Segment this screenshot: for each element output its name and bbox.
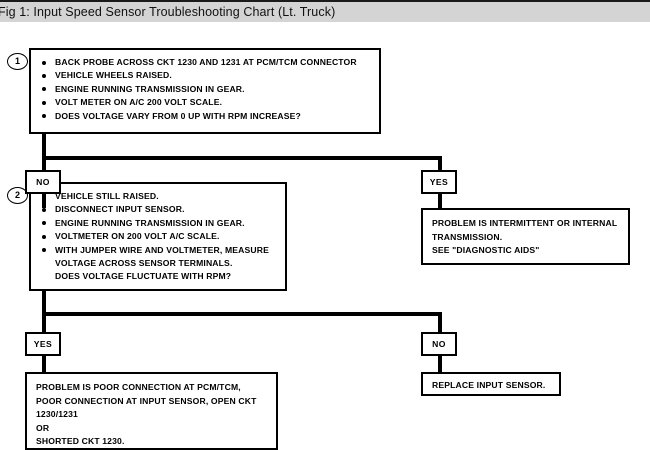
result-intermittent-box: PROBLEM IS INTERMITTENT OR INTERNAL TRAN…	[421, 208, 630, 265]
connector-step1-yes-drop	[438, 156, 442, 172]
connector-step1-yes-to-result	[438, 192, 442, 208]
result-poor-connection-text: PROBLEM IS POOR CONNECTION AT PCM/TCM, P…	[36, 382, 257, 447]
connector-step2-no-to-result	[438, 356, 442, 374]
step-2-bullet-list: VEHICLE STILL RAISED. DISCONNECT INPUT S…	[41, 190, 277, 284]
result-poor-connection-box: PROBLEM IS POOR CONNECTION AT PCM/TCM, P…	[25, 372, 278, 450]
figure-title: Fig 1: Input Speed Sensor Troubleshootin…	[0, 5, 336, 19]
step-number-1: 1	[7, 53, 28, 70]
connector-step1-crossbar	[42, 156, 442, 160]
step-2-bullet: VEHICLE STILL RAISED.	[41, 190, 277, 203]
connector-step2-crossbar	[42, 312, 442, 316]
step-1-box: BACK PROBE ACROSS CKT 1230 AND 1231 AT P…	[29, 48, 381, 134]
figure-title-bar: Fig 1: Input Speed Sensor Troubleshootin…	[0, 0, 650, 22]
step-2-bullet: WITH JUMPER WIRE AND VOLTMETER, MEASURE …	[41, 244, 277, 284]
step-2-bullet: VOLTMETER ON 200 VOLT A/C SCALE.	[41, 230, 277, 243]
step-2-box: VEHICLE STILL RAISED. DISCONNECT INPUT S…	[29, 182, 287, 291]
result-intermittent-text: PROBLEM IS INTERMITTENT OR INTERNAL TRAN…	[432, 218, 618, 256]
step-2-bullet: DISCONNECT INPUT SENSOR.	[41, 203, 277, 216]
branch-label-yes-step1: YES	[421, 170, 457, 194]
branch-label-yes-step2: YES	[25, 332, 61, 356]
flowchart-canvas: 1 BACK PROBE ACROSS CKT 1230 AND 1231 AT…	[0, 22, 650, 450]
connector-step2-no-drop	[438, 312, 442, 334]
result-replace-sensor-text: REPLACE INPUT SENSOR.	[432, 380, 546, 390]
connector-step1-stem	[42, 133, 46, 160]
step-number-2: 2	[7, 187, 28, 204]
connector-step1-no-to-step2	[42, 192, 46, 208]
step-1-bullet: VEHICLE WHEELS RAISED.	[41, 69, 371, 82]
step-1-bullet: DOES VOLTAGE VARY FROM 0 UP WITH RPM INC…	[41, 110, 371, 123]
connector-step1-no-drop	[42, 156, 46, 172]
step-1-bullet: BACK PROBE ACROSS CKT 1230 AND 1231 AT P…	[41, 56, 371, 69]
step-2-bullet: ENGINE RUNNING TRANSMISSION IN GEAR.	[41, 217, 277, 230]
branch-label-no-step1: NO	[25, 170, 61, 194]
branch-label-no-step2: NO	[421, 332, 457, 356]
step-1-bullet: VOLT METER ON A/C 200 VOLT SCALE.	[41, 96, 371, 109]
step-1-bullet: ENGINE RUNNING TRANSMISSION IN GEAR.	[41, 83, 371, 96]
result-replace-sensor-box: REPLACE INPUT SENSOR.	[421, 372, 561, 396]
connector-step2-yes-to-result	[42, 356, 46, 374]
step-1-bullet-list: BACK PROBE ACROSS CKT 1230 AND 1231 AT P…	[41, 56, 371, 123]
connector-step2-stem	[42, 290, 46, 314]
connector-step2-yes-drop	[42, 312, 46, 334]
